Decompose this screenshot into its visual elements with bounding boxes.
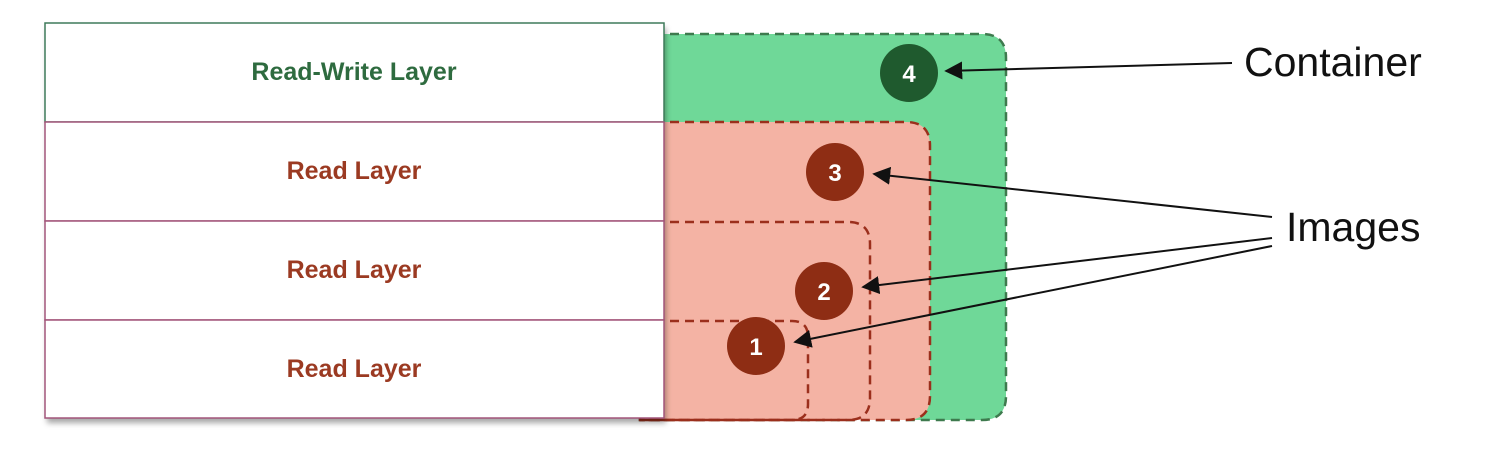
badge-2: 2: [795, 262, 853, 320]
read-layer-top-label: Read Layer: [287, 157, 422, 185]
container-arrow: [944, 61, 1233, 80]
badge-1: 1: [727, 317, 785, 375]
image-3-region: [638, 120, 932, 422]
read-layer-middle: Read Layer: [44, 220, 665, 321]
images-arrow-1: [793, 245, 1273, 348]
read-layer-top: Read Layer: [44, 121, 665, 222]
badge-3: 3: [806, 143, 864, 201]
image-2-region: [640, 220, 872, 422]
read-layer-middle-box: [44, 220, 665, 321]
read-layer-bottom-box: [44, 319, 665, 419]
images-arrow-2: [861, 237, 1273, 295]
read-write-layer-label: Read-Write Layer: [251, 58, 456, 86]
read-write-layer: Read-Write Layer: [44, 22, 665, 123]
images-arrow-3: [872, 166, 1273, 218]
svg-text:1: 1: [749, 334, 762, 361]
svg-text:2: 2: [817, 279, 830, 306]
read-layer-bottom-label: Read Layer: [287, 355, 422, 383]
read-layer-bottom: Read Layer: [44, 319, 665, 419]
read-layer-top-box: [44, 121, 665, 222]
svg-text:4: 4: [902, 61, 916, 88]
image-1-region: [640, 319, 810, 422]
badge-4: 4: [880, 44, 938, 102]
read-layer-middle-label: Read Layer: [287, 256, 422, 284]
svg-text:3: 3: [828, 160, 841, 187]
container-label: Container: [1244, 39, 1422, 85]
images-label: Images: [1286, 204, 1420, 250]
